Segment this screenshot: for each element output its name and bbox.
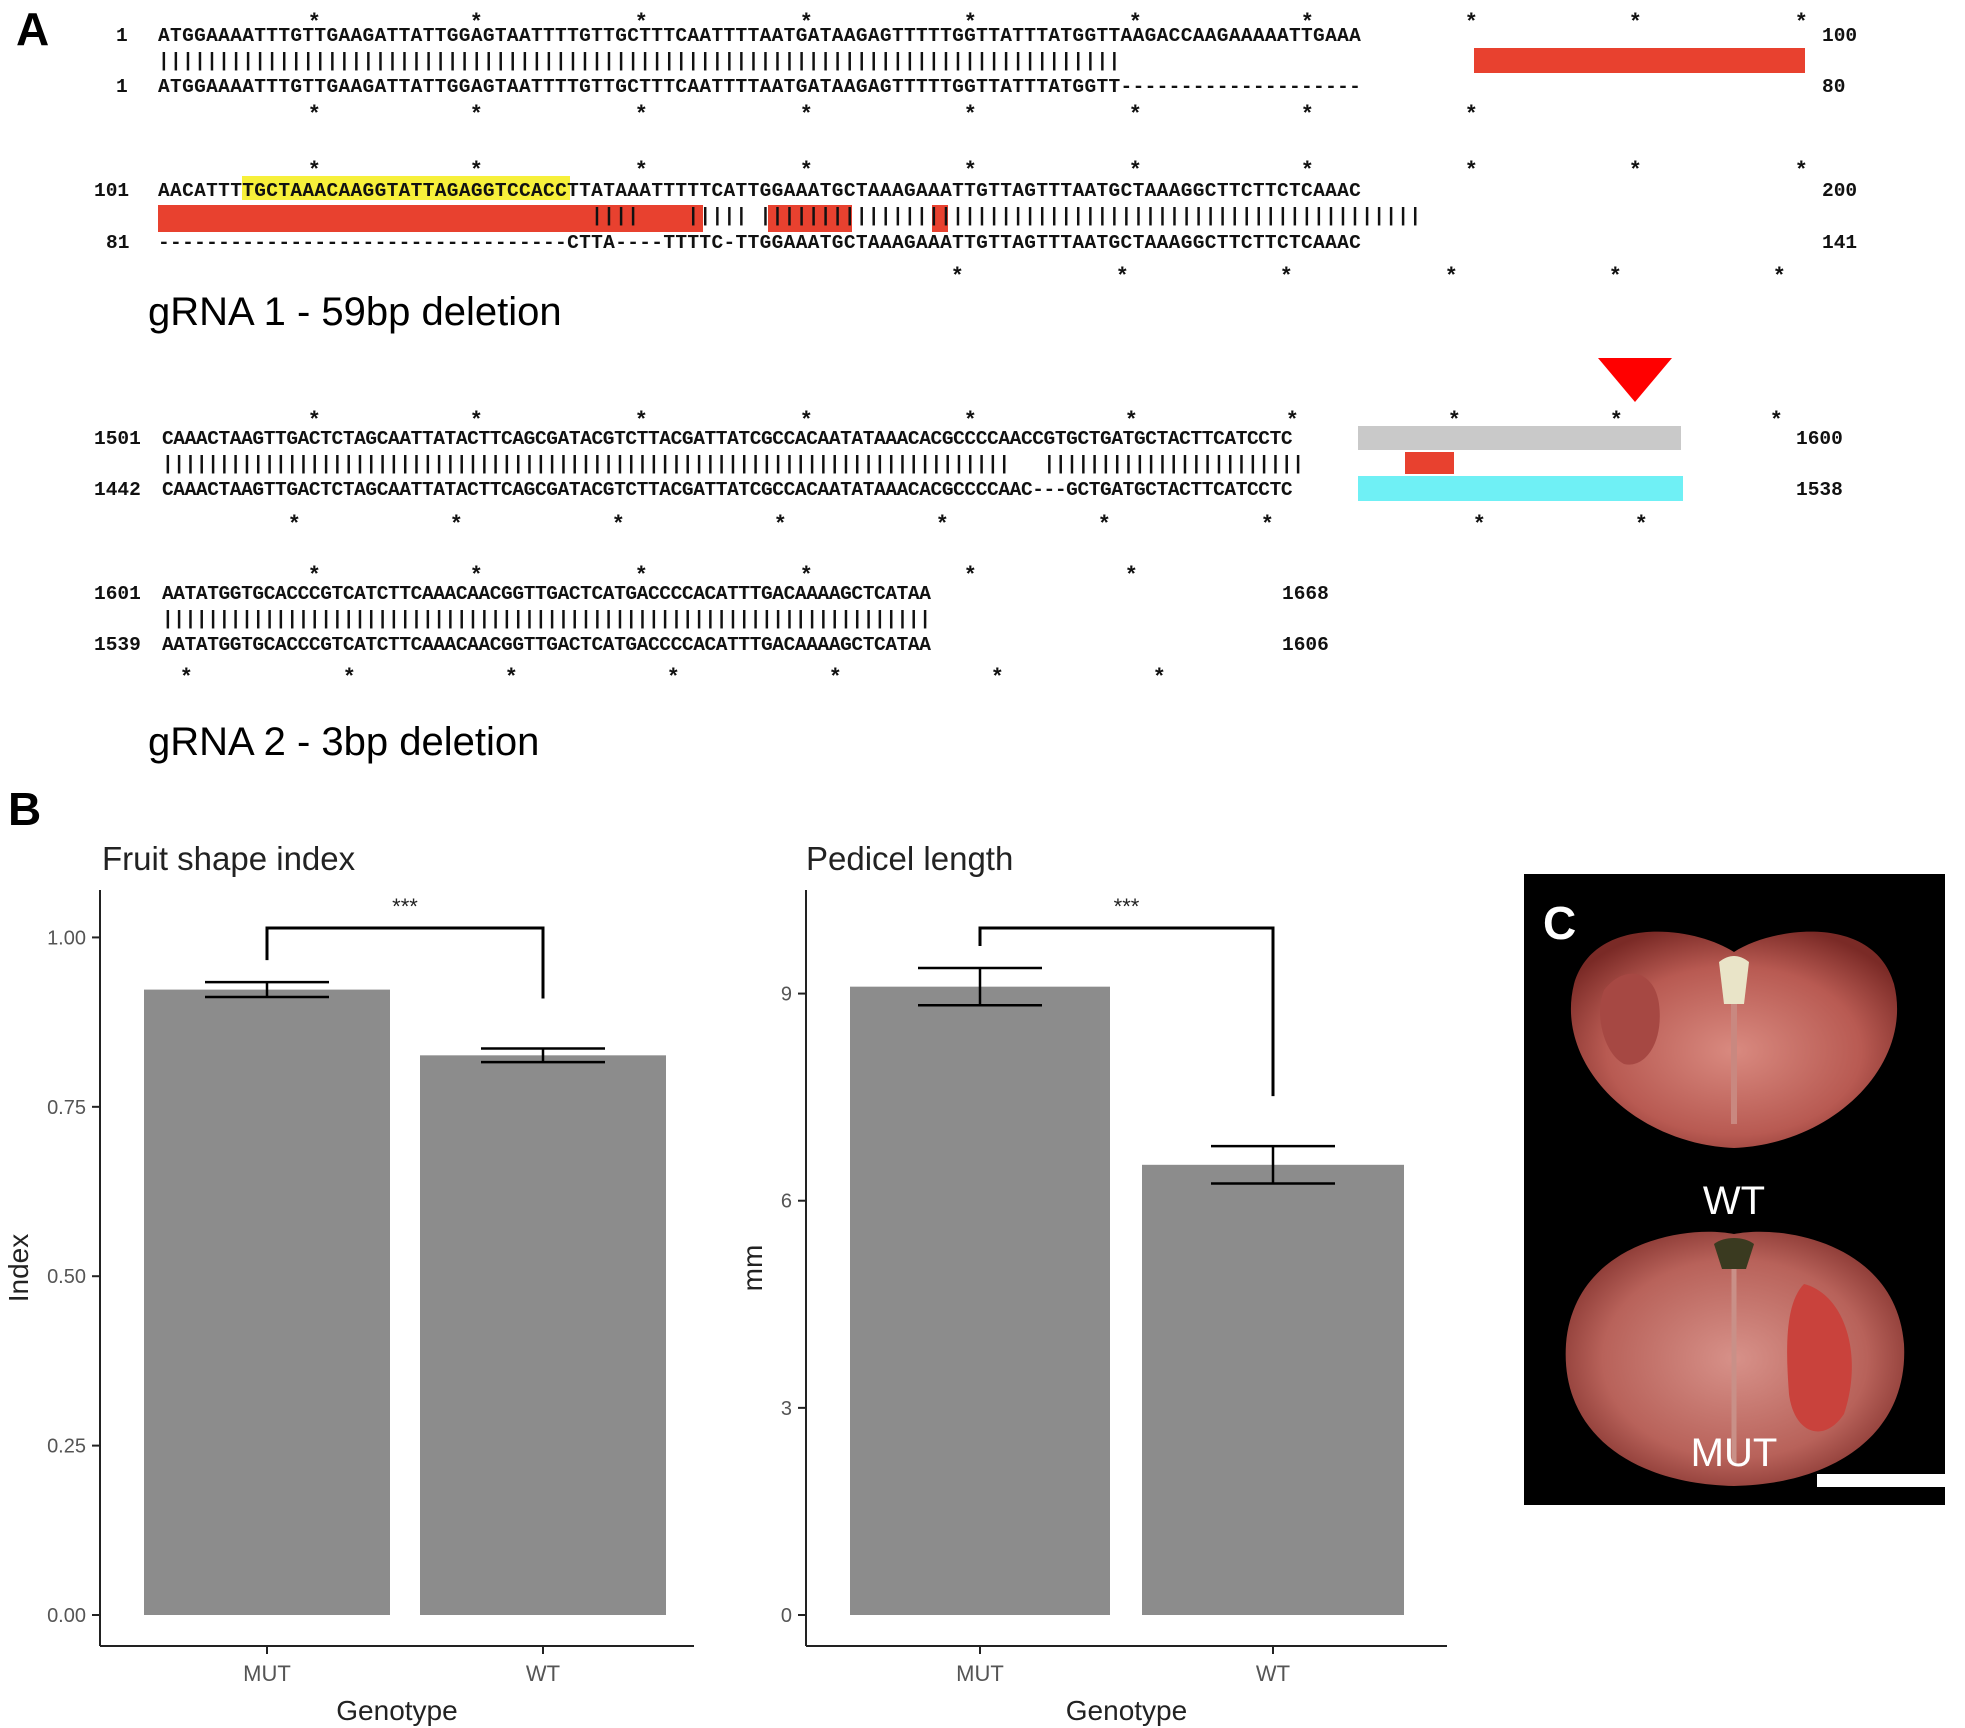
x-axis-title: Genotype — [336, 1695, 457, 1726]
x-tick-label: WT — [1256, 1661, 1290, 1686]
seq-position-end: 1538 — [1796, 479, 1843, 501]
alignment-bars: ||||||||||||||||||||||||||||||||||||||||… — [158, 50, 1121, 72]
seq-position-end: 1668 — [1282, 583, 1329, 605]
panel-letter-a: A — [16, 3, 50, 55]
significance-bracket — [265, 926, 545, 999]
chart-title: Fruit shape index — [102, 840, 356, 877]
mut-fruit — [1565, 1231, 1905, 1486]
fruit-photo: WT MUT — [1524, 874, 1945, 1505]
deletion-box — [932, 205, 948, 232]
seq-position-start: 101 — [94, 180, 130, 202]
deletion-box — [1405, 452, 1454, 474]
x-axis-title: Genotype — [1066, 1695, 1187, 1726]
y-tick-label: 3 — [781, 1398, 792, 1420]
gRNA1-caption: gRNA 1 - 59bp deletion — [148, 290, 562, 334]
x-tick-label: MUT — [956, 1661, 1004, 1686]
seq-position-end: 100 — [1822, 25, 1858, 47]
y-axis-title: mm — [737, 1245, 768, 1292]
gRNA1-target: TTTGCTAAACAAGGTATTAG — [218, 180, 459, 202]
sequence-segment: ATCCTC — [1224, 428, 1293, 450]
seq-position-end: 200 — [1822, 180, 1858, 202]
y-tick-label: 6 — [781, 1191, 792, 1213]
reference-sequence: ATGGAAAATTTGTTGAAGATTATTGGAGTAATTTTGTTGC… — [158, 25, 1362, 47]
y-tick-label: 1.00 — [47, 927, 86, 949]
svg-text:**********: ********** — [310, 406, 1781, 431]
y-tick-label: 0.50 — [47, 1266, 86, 1288]
deletion-box — [1474, 48, 1805, 73]
mutant-sequence: ----------------------------------CTTA--… — [158, 232, 1362, 254]
gRNA2-edited-site: AAC---GCTGATGCTACTTC — [998, 479, 1225, 501]
sequence-segment: CAAACTAAGTTGACTCTAGCAATTATACTTCAGCGATACG… — [162, 428, 999, 450]
reference-sequence: AATATGGTGCACCCGTCATCTTCAAACAACGGTTGACTCA… — [162, 583, 931, 605]
x-tick-label: WT — [526, 1661, 560, 1686]
mut-label: MUT — [1691, 1431, 1778, 1475]
position-asterisks: ********** ******** ********** ****** **… — [182, 8, 1806, 688]
y-tick-label: 0.00 — [47, 1605, 86, 1627]
significance-label: *** — [392, 894, 418, 919]
deletion-box — [158, 205, 703, 232]
guide-highlight-1 — [242, 176, 570, 200]
y-tick-label: 0.25 — [47, 1436, 86, 1458]
mutant-sequence: AATATGGTGCACCCGTCATCTTCAAACAACGGTTGACTCA… — [162, 634, 931, 656]
svg-text:**********: ********** — [310, 8, 1806, 33]
svg-text:******: ****** — [953, 262, 1784, 287]
bar-wt — [1142, 1164, 1404, 1615]
wt-label: WT — [1703, 1179, 1765, 1223]
seq-position-end: 1600 — [1796, 428, 1843, 450]
seq-position-end: 1606 — [1282, 634, 1329, 656]
svg-text:********: ******** — [310, 100, 1476, 125]
scale-bar — [1817, 1474, 1945, 1487]
y-tick-label: 0 — [781, 1605, 792, 1627]
guide-highlight-2 — [1358, 426, 1681, 450]
guide-highlight-3 — [1358, 476, 1683, 501]
deletion-box — [768, 205, 852, 232]
alignment-bars: ||||||||||||||||||||||||||||||||||||||||… — [162, 453, 1304, 475]
alignment-figure: ********** ******** ********** ****** **… — [158, 8, 1806, 688]
seq-position-start: 1 — [116, 76, 128, 98]
panel-letter-c: C — [1543, 897, 1577, 949]
seq-position-start: 1601 — [94, 583, 141, 605]
y-tick-label: 9 — [781, 984, 792, 1006]
sequence-segment: CAAACTAAGTTGACTCTAGCAATTATACTTCAGCGATACG… — [162, 479, 999, 501]
svg-text:**********: ********** — [310, 156, 1806, 181]
reference-sequence: AACATTTTGCTAAACAAGGTATTAGAGGTCCACCTTATAA… — [158, 180, 1362, 202]
sequence-segment: AGGTCCACCTTATAAATTTTTCATTGGAAATGCTAAAGAA… — [458, 180, 1362, 202]
bar-mut — [850, 986, 1110, 1615]
svg-text:******: ****** — [310, 561, 1136, 586]
seq-position-start: 1539 — [94, 634, 141, 656]
alignment-bars: |||| ||||| |||||||||||||||||||||||||||||… — [158, 205, 1422, 227]
mutant-sequence: ATGGAAAATTTGTTGAAGATTATTGGAGTAATTTTGTTGC… — [158, 76, 1362, 98]
gRNA2-caption: gRNA 2 - 3bp deletion — [148, 720, 540, 764]
seq-position-end: 80 — [1822, 76, 1846, 98]
seq-position-start: 1 — [116, 25, 128, 47]
alignment-bars: ||||||||||||||||||||||||||||||||||||||||… — [162, 608, 931, 630]
gRNA2-target: AACCGTGCTGATGCTACTTC — [998, 428, 1225, 450]
seq-position-end: 141 — [1822, 232, 1858, 254]
bar-mut — [144, 989, 390, 1615]
cut-site-marker-icon — [1598, 358, 1672, 402]
sequence-segment: ATCCTC — [1224, 479, 1293, 501]
chart-title: Pedicel length — [806, 840, 1013, 877]
seq-position-start: 1442 — [94, 479, 141, 501]
mutant-sequence: CAAACTAAGTTGACTCTAGCAATTATACTTCAGCGATACG… — [162, 479, 1293, 501]
seq-position-start: 1501 — [94, 428, 141, 450]
wt-fruit — [1570, 931, 1898, 1148]
svg-text:*******: ******* — [182, 663, 1164, 688]
seq-position-start: 81 — [106, 232, 130, 254]
panel-letter-b: B — [8, 783, 42, 835]
sequence-segment: AACAT — [158, 180, 219, 202]
y-tick-label: 0.75 — [47, 1097, 86, 1119]
reference-sequence: CAAACTAAGTTGACTCTAGCAATTATACTTCAGCGATACG… — [162, 428, 1293, 450]
bar-wt — [420, 1055, 666, 1615]
significance-label: *** — [1114, 894, 1140, 919]
y-axis-title: Index — [3, 1234, 34, 1303]
svg-text:*********: ********* — [290, 510, 1646, 535]
x-tick-label: MUT — [243, 1661, 291, 1686]
significance-bracket — [978, 926, 1275, 1097]
